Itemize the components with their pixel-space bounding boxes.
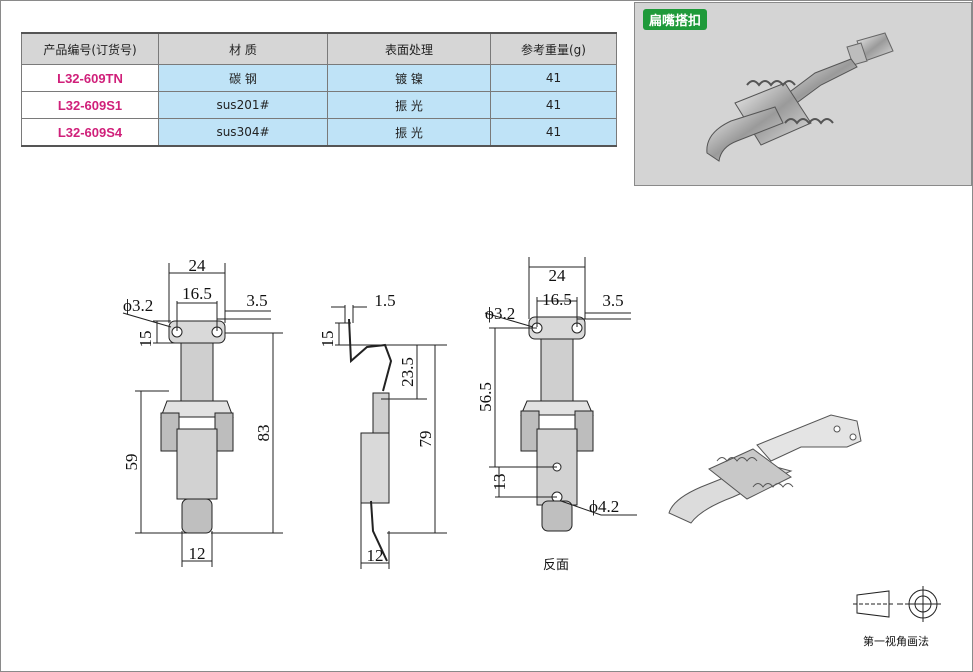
cell-weight: 41 — [490, 91, 617, 119]
dim-front-phi-3-2: ϕ3.2 — [123, 296, 153, 315]
dim-side-12: 12 — [367, 546, 384, 565]
dim-front-12: 12 — [189, 544, 206, 563]
table-header-row: 产品编号(订货号) 材 质 表面处理 参考重量(g) — [21, 32, 617, 65]
cell-code: L32-609S4 — [21, 118, 159, 147]
dim-side-15: 15 — [318, 331, 337, 348]
cell-finish: 振 光 — [327, 91, 491, 119]
dim-back-13: 13 — [490, 474, 509, 491]
cell-finish: 振 光 — [327, 118, 491, 147]
dim-front-59: 59 — [122, 454, 141, 471]
cell-finish: 镀 镍 — [327, 64, 491, 92]
latch-photo-image — [706, 32, 894, 162]
dim-back-56-5: 56.5 — [476, 382, 495, 412]
dim-side-23-5: 23.5 — [398, 357, 417, 387]
front-view-part — [160, 320, 234, 534]
dim-front-15: 15 — [136, 331, 155, 348]
dim-front-16-5: 16.5 — [182, 284, 212, 303]
isometric-view-part — [668, 414, 862, 524]
dim-side-79: 79 — [416, 431, 435, 448]
cell-code: L32-609TN — [21, 64, 159, 92]
cell-material: sus304# — [158, 118, 328, 147]
dim-side-1-5: 1.5 — [374, 291, 395, 310]
dim-back-phi-4-2: ϕ4.2 — [589, 497, 619, 516]
back-view-label: 反面 — [543, 558, 570, 573]
dim-front-83: 83 — [254, 425, 273, 442]
dim-back-3-5: 3.5 — [602, 291, 623, 310]
projection-label: 第一视角画法 — [863, 635, 929, 648]
header-code: 产品编号(订货号) — [21, 32, 159, 65]
dim-back-phi-3-2: ϕ3.2 — [485, 304, 515, 323]
header-weight: 参考重量(g) — [490, 32, 617, 65]
product-tag: 扁嘴搭扣 — [643, 9, 708, 30]
dim-front-3-5: 3.5 — [246, 291, 267, 310]
cell-weight: 41 — [490, 64, 617, 92]
back-view-part — [520, 316, 594, 532]
dim-back-16-5: 16.5 — [542, 290, 572, 309]
product-photo: 扁嘴搭扣 — [634, 2, 972, 186]
spec-table: 产品编号(订货号) 材 质 表面处理 参考重量(g) L32-609TN 碳 钢… — [21, 32, 617, 147]
side-view-part — [348, 318, 393, 562]
cell-weight: 41 — [490, 118, 617, 147]
cell-material: sus201# — [158, 91, 328, 119]
projection-symbol-icon — [853, 586, 941, 622]
cell-material: 碳 钢 — [158, 64, 328, 92]
dim-back-24: 24 — [549, 266, 567, 285]
dim-front-24: 24 — [189, 256, 207, 275]
table-row: L32-609TN 碳 钢 镀 镍 41 — [21, 64, 617, 92]
table-row: L32-609S1 sus201# 振 光 41 — [21, 91, 617, 119]
table-row: L32-609S4 sus304# 振 光 41 — [21, 118, 617, 147]
cell-code: L32-609S1 — [21, 91, 159, 119]
